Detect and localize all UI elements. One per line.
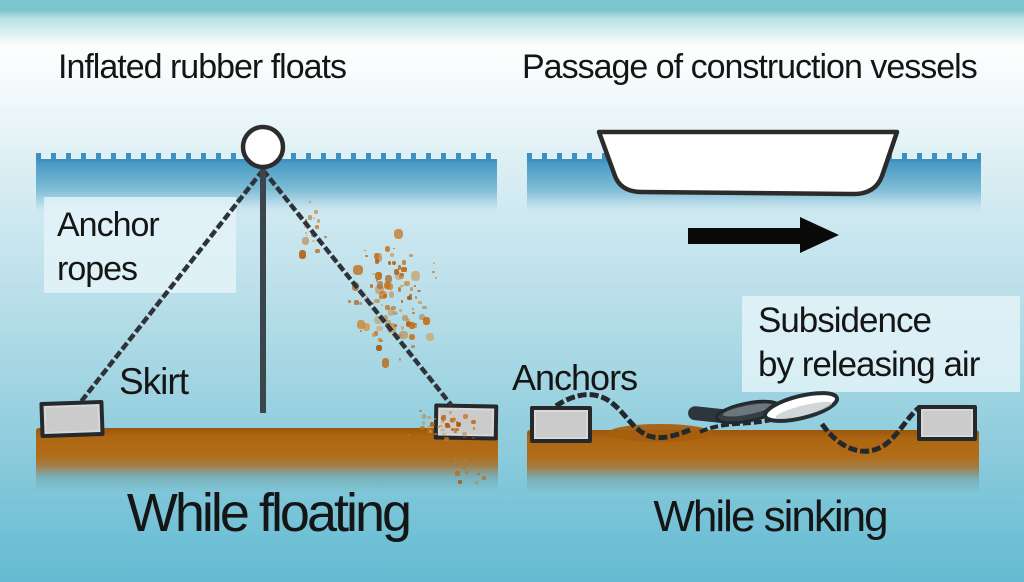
anchor-ropes-label: Anchor ropes — [57, 203, 160, 291]
left-panel-caption: While floating — [126, 483, 412, 543]
top-teal-bar — [0, 0, 1024, 46]
right-panel-caption: While sinking — [653, 492, 888, 541]
left-panel-title: Inflated rubber floats — [58, 48, 347, 86]
subsidence-labelbox — [742, 296, 1020, 392]
anchor-ropes-label-line2: ropes — [57, 250, 138, 288]
subsidence-label-line1: Subsidence — [758, 301, 932, 340]
anchor-ropes-label-line1: Anchor — [57, 206, 160, 244]
subsidence-label-line2: by releasing air — [758, 345, 980, 384]
right-panel-title: Passage of construction vessels — [522, 48, 978, 86]
subsidence-label: Subsidence by releasing air — [758, 299, 980, 387]
anchors-label: Anchors — [512, 357, 638, 398]
seabed-left-panel — [36, 428, 498, 492]
skirt-label: Skirt — [119, 361, 189, 402]
